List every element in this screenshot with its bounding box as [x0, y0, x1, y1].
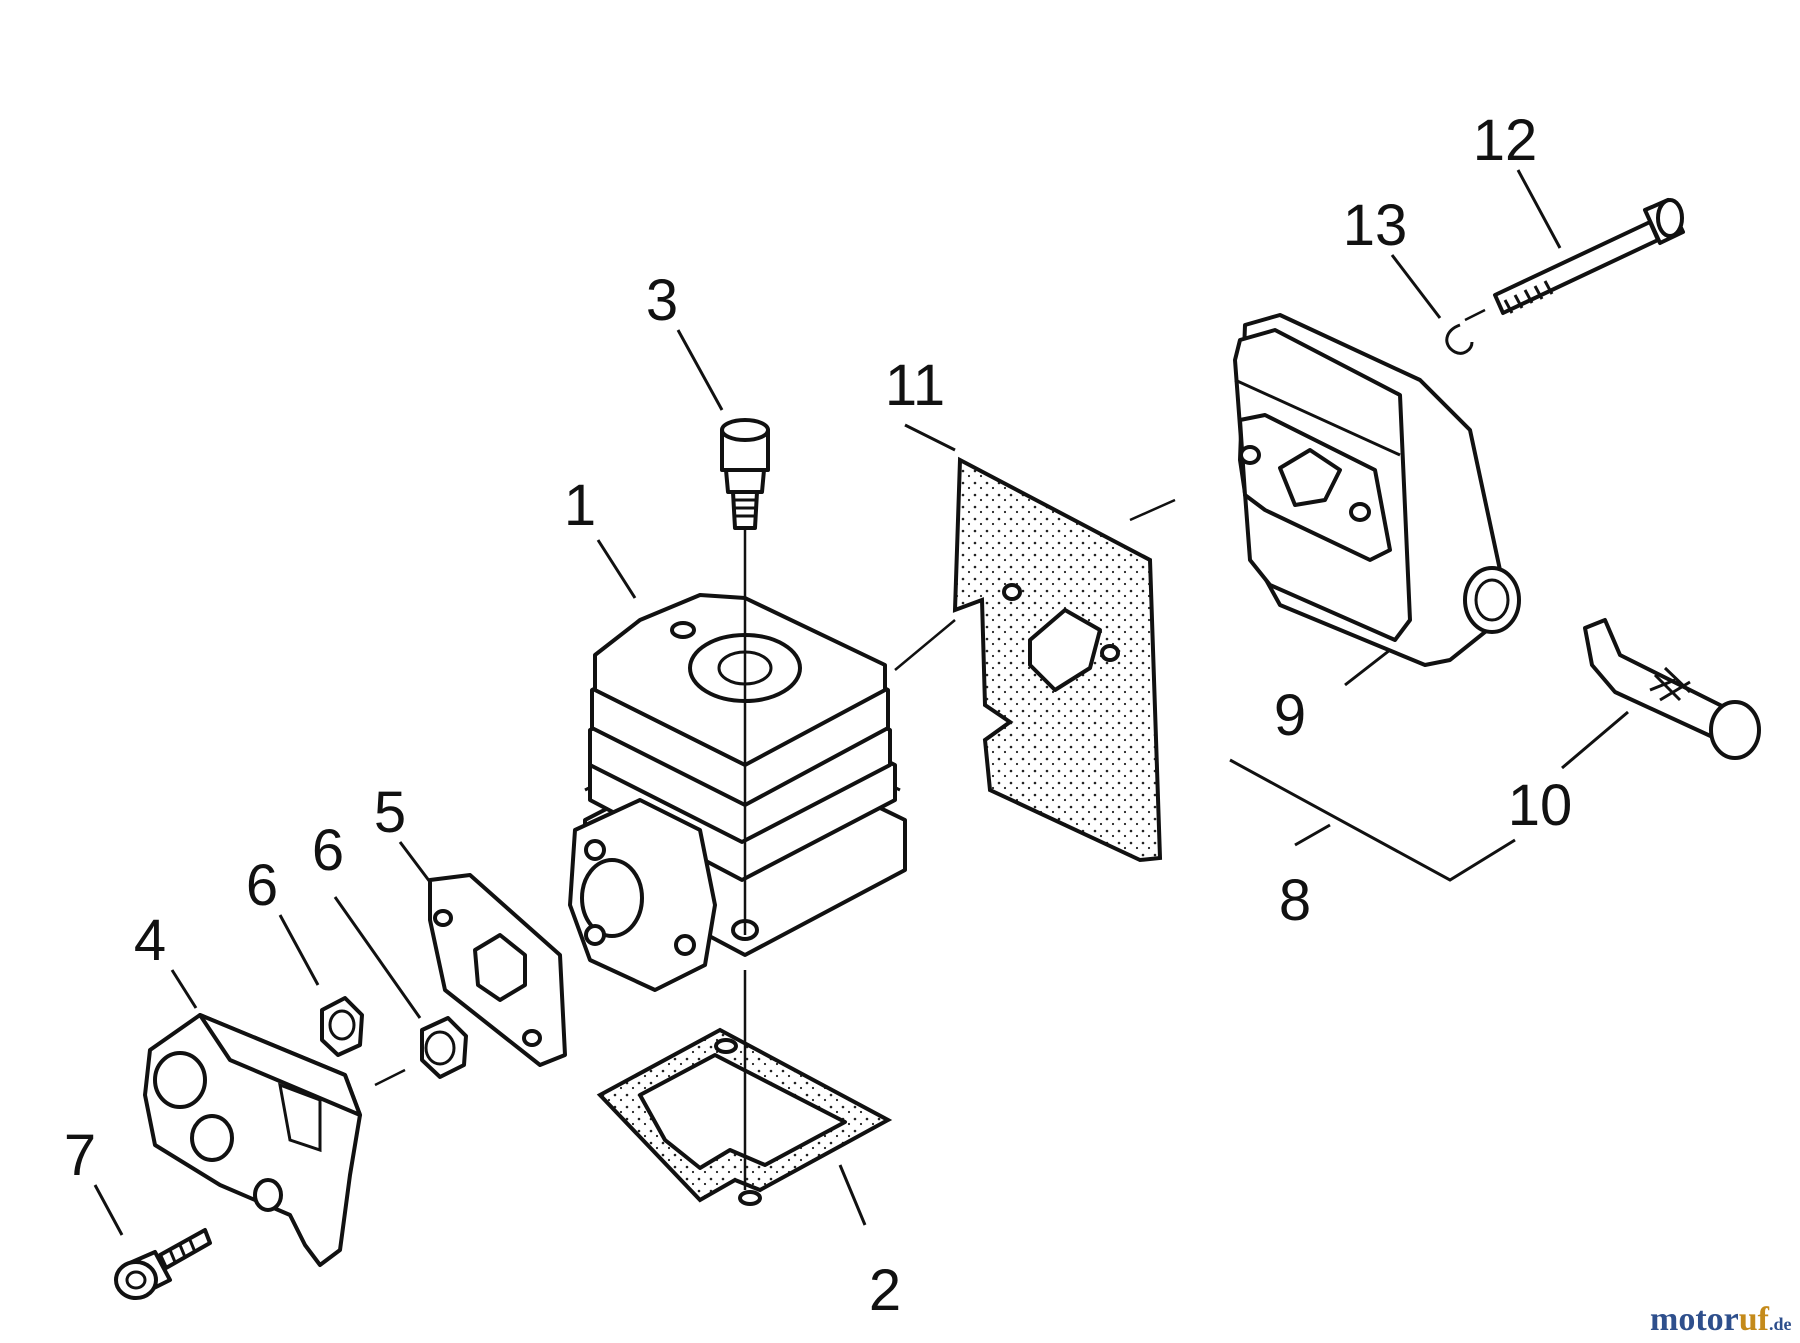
callout-8: 8 — [1279, 868, 1311, 933]
nut-right — [420, 1016, 468, 1079]
spark-plug — [720, 418, 770, 530]
callout-13: 13 — [1343, 193, 1408, 258]
callout-5: 5 — [374, 780, 406, 845]
callout-1: 1 — [564, 473, 596, 538]
callouts: 1 2 3 4 5 6 6 7 8 9 10 11 12 13 — [64, 108, 1572, 1323]
muffler — [1233, 313, 1521, 667]
callout-3: 3 — [646, 268, 678, 333]
watermark-tld: .de — [1769, 1314, 1792, 1334]
insulator — [143, 1013, 362, 1267]
muffler-bolt — [1493, 198, 1685, 315]
cylinder — [568, 593, 907, 992]
callout-9: 9 — [1274, 683, 1306, 748]
leader-lines — [93, 169, 1629, 1236]
intake-gasket — [428, 873, 567, 1067]
spark-arrester — [1583, 618, 1761, 760]
assembly-axes — [374, 308, 1486, 1190]
callout-10: 10 — [1508, 773, 1573, 838]
callout-7: 7 — [64, 1123, 96, 1188]
insulator-bolt — [114, 1228, 212, 1300]
callout-6b: 6 — [312, 818, 344, 883]
watermark-brand-b: uf — [1739, 1301, 1770, 1338]
callout-4: 4 — [134, 908, 166, 973]
callout-2: 2 — [869, 1258, 901, 1323]
callout-6a: 6 — [246, 853, 278, 918]
callout-11: 11 — [885, 353, 945, 418]
callout-12: 12 — [1473, 108, 1538, 173]
muffler-clip — [1445, 323, 1474, 355]
svg-text:motoruf.de: motoruf.de — [1650, 1301, 1791, 1338]
nut-left — [320, 996, 364, 1057]
watermark-brand-a: motor — [1650, 1301, 1739, 1338]
muffler-gasket — [952, 456, 1163, 863]
watermark: motoruf.de — [1650, 1301, 1791, 1338]
